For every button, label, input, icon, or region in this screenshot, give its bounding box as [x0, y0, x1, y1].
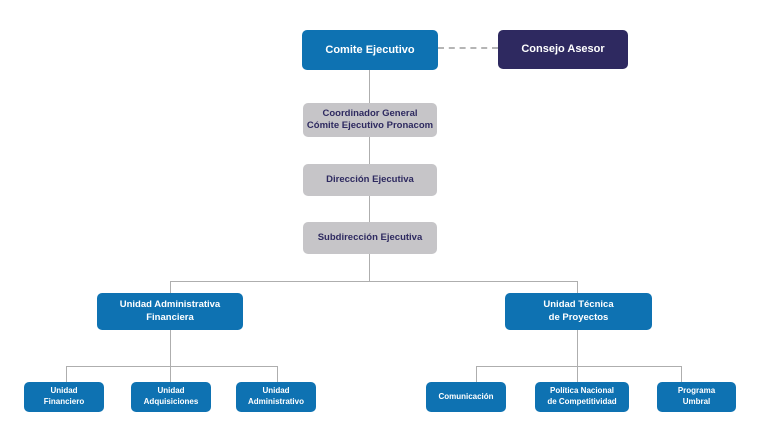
connector-comite-coordinador	[369, 70, 370, 103]
node-label: Comunicación	[438, 391, 494, 401]
node-comunicacion: Comunicación	[426, 382, 506, 412]
connector-drop-unidad-tecnica	[577, 281, 578, 293]
connector-drop-politica	[577, 366, 578, 382]
node-label: Subdirección Ejecutiva	[317, 231, 423, 243]
connector-drop-financiero	[66, 366, 67, 382]
node-label-line2: Adquisiciones	[143, 397, 199, 406]
connector-left-children-horizontal	[66, 366, 278, 367]
node-coordinador-general: Coordinador General Cómite Ejecutivo Pro…	[303, 103, 437, 137]
node-consejo-asesor: Consejo Asesor	[498, 30, 628, 69]
node-label: Consejo Asesor	[521, 43, 605, 56]
node-label-line2: Financiero	[43, 397, 85, 406]
node-unidad-administrativa-financiera: Unidad Administrativa Financiera	[97, 293, 243, 330]
connector-direccion-subdireccion	[369, 196, 370, 222]
connector-drop-programa	[681, 366, 682, 382]
node-label-line1: Unidad	[50, 386, 78, 396]
node-label-line2: Administrativo	[247, 397, 304, 406]
connector-drop-unidad-administrativa	[170, 281, 171, 293]
node-label-line2: Umbral	[682, 397, 711, 406]
node-label: Dirección Ejecutiva	[326, 173, 414, 185]
node-label-line2: Financiera	[146, 311, 194, 323]
connector-right-children-horizontal	[476, 366, 681, 367]
node-comite-ejecutivo: Comite Ejecutivo	[302, 30, 438, 70]
node-label-line1: Política Nacional	[549, 386, 615, 396]
node-label-line1: Coordinador General	[322, 107, 418, 119]
connector-drop-administrativo	[277, 366, 278, 382]
connector-subdireccion-split	[369, 254, 370, 281]
connector-uaf-children	[170, 330, 171, 366]
node-label: Comite Ejecutivo	[325, 43, 415, 56]
node-unidad-tecnica-proyectos: Unidad Técnica de Proyectos	[505, 293, 652, 330]
connector-drop-comunicacion	[476, 366, 477, 382]
node-subdireccion-ejecutiva: Subdirección Ejecutiva	[303, 222, 437, 254]
node-label-line1: Unidad	[262, 386, 290, 396]
node-label-line2: de Competitividad	[547, 397, 617, 406]
node-unidad-financiero: Unidad Financiero	[24, 382, 104, 412]
node-label-line2: Cómite Ejecutivo Pronacom	[306, 120, 434, 131]
node-label-line2: de Proyectos	[548, 311, 609, 323]
node-unidad-adquisiciones: Unidad Adquisiciones	[131, 382, 211, 412]
node-label-line1: Unidad Técnica	[543, 299, 614, 311]
node-programa-umbral: Programa Umbral	[657, 382, 736, 412]
connector-utp-children	[577, 330, 578, 366]
node-direccion-ejecutiva: Dirección Ejecutiva	[303, 164, 437, 196]
node-label-line1: Unidad	[157, 386, 185, 396]
node-unidad-administrativo: Unidad Administrativo	[236, 382, 316, 412]
connector-drop-adquisiciones	[170, 366, 171, 382]
connector-dashed-comite-consejo	[438, 47, 498, 49]
node-label-line1: Programa	[677, 386, 716, 396]
connector-split-horizontal	[170, 281, 578, 282]
connector-coordinador-direccion	[369, 137, 370, 164]
node-label-line1: Unidad Administrativa	[119, 299, 221, 311]
node-politica-nacional-competitividad: Política Nacional de Competitividad	[535, 382, 629, 412]
